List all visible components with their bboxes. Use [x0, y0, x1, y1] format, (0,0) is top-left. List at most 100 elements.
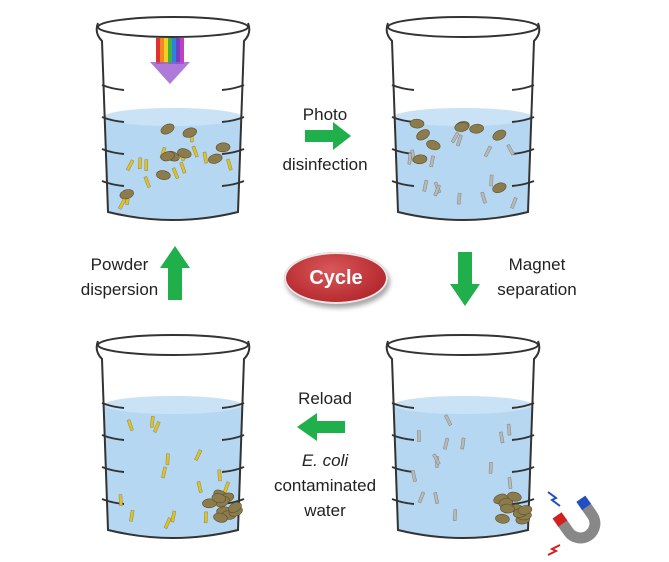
bacteria-rod: [417, 491, 426, 504]
graduation-mark: [221, 180, 245, 187]
bacteria-rod: [118, 494, 123, 506]
label-disinfection: disinfection: [282, 155, 368, 174]
graduation-mark: [221, 148, 245, 155]
beaker-outline: [385, 340, 541, 539]
arrow-left-icon: [297, 413, 345, 441]
graduation-mark: [101, 84, 125, 91]
light-band: [176, 38, 180, 64]
catalyst-flake: [119, 189, 134, 200]
bacteria-rod: [410, 470, 417, 482]
light-band: [164, 38, 168, 64]
beaker-rim: [97, 334, 249, 356]
magnet-icon: [552, 495, 601, 544]
catalyst-flake: [412, 154, 428, 165]
bacteria-rod: [138, 157, 143, 170]
bacteria-rod: [194, 449, 203, 461]
catalyst-flake: [156, 170, 171, 180]
beaker-dispersion: [95, 16, 251, 221]
bacteria-rod: [433, 492, 440, 504]
bacteria-rod: [196, 481, 203, 493]
light-arrow-icon: [150, 38, 190, 84]
catalyst-flake: [208, 153, 223, 164]
label-water: water: [304, 501, 346, 520]
catalyst-flake: [182, 127, 197, 138]
graduation-mark: [101, 434, 125, 441]
label-photo: Photo: [302, 105, 348, 124]
magnet-body: [557, 502, 601, 544]
label-ecoli: E. coli: [301, 451, 349, 470]
graduation-mark: [511, 434, 535, 441]
beaker-rim: [387, 16, 539, 38]
bacteria-rod: [143, 176, 151, 188]
water-surface: [104, 396, 242, 414]
bacteria-rod: [171, 167, 180, 180]
bacteria-rod: [217, 469, 222, 482]
light-arrowhead: [150, 62, 190, 84]
bacteria-rod: [422, 179, 429, 192]
graduation-mark: [511, 498, 535, 505]
catalyst-flake: [416, 129, 430, 141]
bacteria-rod: [483, 145, 493, 158]
graduation-mark: [391, 84, 415, 91]
graduation-mark: [221, 434, 245, 441]
water-surface: [394, 396, 532, 414]
bacteria-rod: [506, 423, 512, 436]
graduation-mark: [511, 84, 535, 91]
bacteria-rod: [150, 415, 155, 428]
bacteria-rod: [191, 145, 199, 158]
arrow-down-icon: [450, 252, 480, 306]
water: [104, 117, 242, 219]
catalyst-flake: [507, 491, 522, 502]
water: [394, 405, 532, 537]
bacteria-rod: [456, 192, 462, 205]
catalyst-flake: [495, 513, 510, 524]
magnetic-field-spark: [547, 544, 561, 556]
bacteria-rod: [432, 453, 441, 466]
catalyst-flake: [454, 122, 469, 132]
graduation-mark: [391, 498, 415, 505]
graduation-mark: [101, 180, 125, 187]
bacteria-rod: [163, 517, 172, 529]
catalyst-flake: [211, 493, 227, 504]
graduation-mark: [101, 402, 125, 409]
catalyst-flake: [213, 512, 228, 523]
graduation-mark: [511, 180, 535, 187]
bacteria-rod: [488, 462, 493, 474]
beaker-disinfected: [385, 16, 541, 221]
light-band: [160, 38, 164, 64]
graduation-mark: [101, 148, 125, 155]
label-magnet: Magnet: [508, 255, 566, 274]
bacteria-rod: [452, 509, 458, 521]
catalyst-flake: [177, 148, 192, 159]
bacteria-rod: [226, 158, 233, 171]
graduation-mark: [221, 466, 245, 473]
catalyst-flake: [500, 503, 515, 514]
bacteria-rod: [456, 134, 463, 147]
catalyst-flake: [492, 129, 507, 141]
graduation-mark: [101, 466, 125, 473]
light-band: [172, 38, 176, 64]
label-dispersion: dispersion: [80, 280, 159, 299]
catalyst-flake: [492, 182, 507, 193]
magnet-pole-north: [552, 512, 568, 527]
catalyst-flake: [409, 118, 425, 129]
catalyst-flake: [517, 505, 533, 515]
catalyst-flake: [160, 151, 175, 162]
water-surface: [394, 108, 532, 126]
light-band: [168, 38, 172, 64]
graduation-mark: [511, 466, 535, 473]
label-powder: Powder: [90, 255, 149, 274]
label-separation: separation: [497, 280, 577, 299]
bacteria-rod: [125, 159, 135, 172]
bacteria-rod: [510, 197, 518, 209]
graduation-mark: [511, 116, 535, 123]
bacteria-rod: [170, 510, 177, 523]
bacteria-rod: [507, 477, 513, 489]
bacteria-rod: [499, 431, 505, 444]
bacteria-rod: [429, 155, 435, 168]
light-band: [180, 38, 184, 64]
beaker-reloaded: [95, 334, 251, 539]
graduation-mark: [101, 116, 125, 123]
bacteria-rod: [203, 511, 208, 524]
